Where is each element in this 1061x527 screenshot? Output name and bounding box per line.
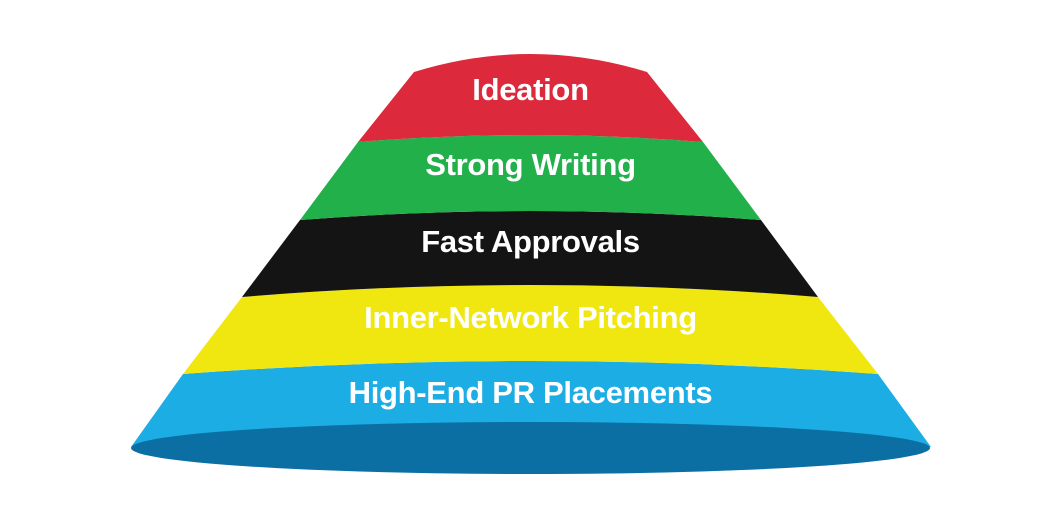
layer-label-inner-network-pitching: Inner-Network Pitching [364, 300, 697, 335]
funnel-base [131, 422, 930, 474]
layer-ideation [358, 54, 703, 142]
layer-label-high-end-pr-placements: High-End PR Placements [349, 375, 713, 410]
layer-label-strong-writing: Strong Writing [425, 147, 635, 182]
layer-label-fast-approvals: Fast Approvals [421, 224, 640, 259]
layer-label-ideation: Ideation [472, 72, 588, 107]
layer-inner-network-pitching [183, 285, 878, 374]
layer-fast-approvals [242, 211, 818, 297]
layer-strong-writing [300, 135, 761, 220]
